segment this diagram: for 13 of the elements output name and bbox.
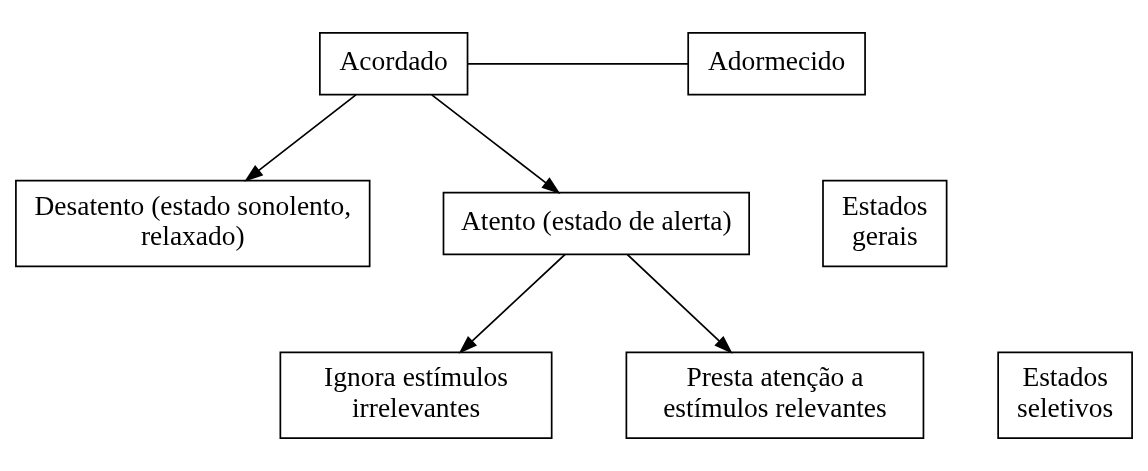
node-box: Adormecido [687,32,866,96]
arrow [430,94,561,195]
node-box: Estados gerais [822,179,948,268]
node-box: Estados seletivos [997,351,1133,439]
arrow [244,94,357,182]
node-box: Acordado [319,32,469,96]
node-box: Ignora estímulos irrelevantes [279,351,553,439]
node-box: Desatento (estado sonolento, relaxado) [15,179,371,268]
arrow [458,253,566,354]
node-box: Presta atenção a estímulos relevantes [625,351,925,439]
arrow [626,253,733,354]
node-box: Atento (estado de alerta) [442,191,750,256]
connector [466,62,689,65]
